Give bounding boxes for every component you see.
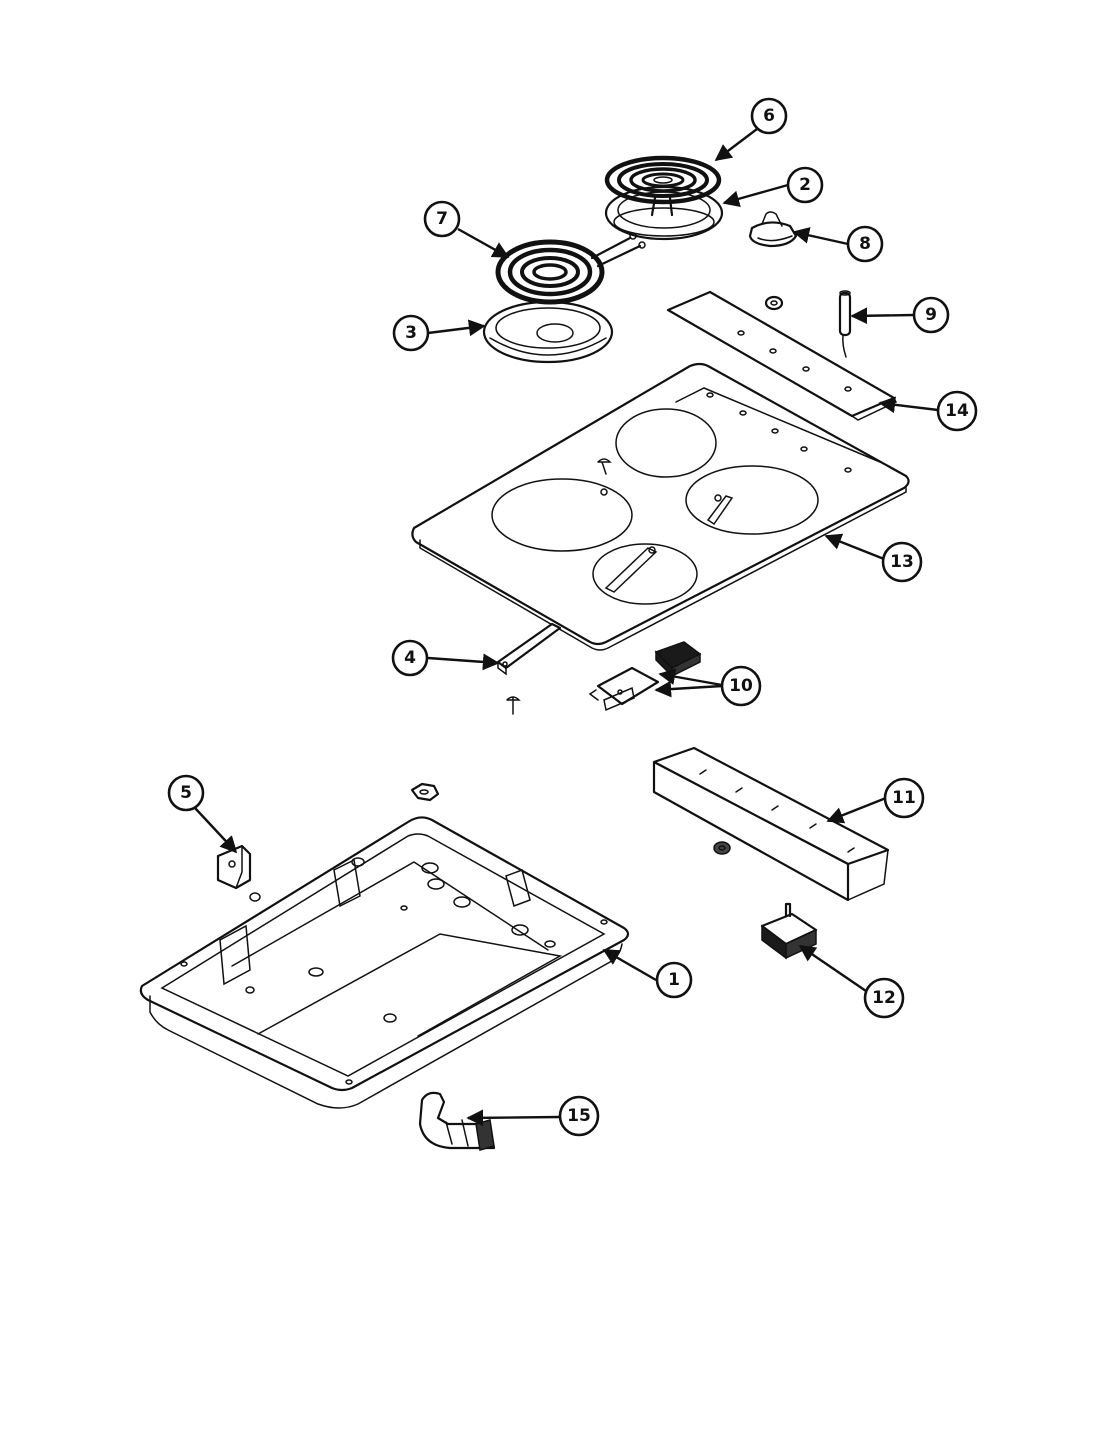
callout-5-label: 5 (180, 783, 192, 803)
leader-lines (194, 128, 939, 1127)
callout-4-label: 4 (404, 648, 416, 668)
callout-11-label: 11 (892, 788, 916, 808)
callout-8: 8 (846, 225, 884, 263)
callout-2: 2 (786, 166, 824, 204)
callout-12: 12 (863, 977, 905, 1019)
callout-1: 1 (655, 961, 693, 999)
callout-14-label: 14 (945, 401, 969, 421)
callout-7-label: 7 (436, 209, 448, 229)
callout-6: 6 (750, 97, 788, 135)
leader-5 (194, 807, 238, 854)
large-surface-element (495, 232, 646, 305)
callout-13-label: 13 (890, 552, 914, 572)
support-bracket (496, 622, 562, 676)
leader-10a (658, 668, 723, 687)
callout-11: 11 (883, 777, 925, 819)
leader-4 (427, 653, 500, 671)
callout-2-label: 2 (799, 175, 811, 195)
bracket-grommet (713, 841, 731, 855)
leader-11 (826, 796, 887, 824)
callout-12-label: 12 (872, 988, 896, 1008)
infinite-switch (760, 902, 818, 960)
callout-10-label: 10 (729, 676, 753, 696)
callout-8-label: 8 (859, 234, 871, 254)
terminal-block (654, 641, 702, 678)
hinge-screw (249, 892, 261, 902)
callout-5: 5 (167, 774, 205, 812)
conduit-elbow (418, 1091, 496, 1151)
leader-6 (714, 128, 758, 162)
leader-2 (722, 183, 789, 207)
callout-13: 13 (881, 541, 923, 583)
leader-15 (466, 1109, 561, 1127)
receptacle-clip (588, 666, 660, 712)
callout-1-label: 1 (668, 970, 680, 990)
mounting-screw (597, 458, 612, 475)
callout-14: 14 (936, 390, 978, 432)
leader-7 (457, 227, 510, 259)
leader-9 (850, 307, 915, 325)
control-knob (748, 211, 798, 248)
callout-15: 15 (558, 1095, 600, 1137)
large-drip-bowl (482, 300, 614, 364)
probe-sensor (838, 290, 852, 358)
leader-8 (792, 227, 849, 246)
leader-1 (602, 948, 657, 982)
leader-12 (798, 945, 867, 992)
callout-6-label: 6 (763, 106, 775, 126)
burner-box (139, 816, 630, 1109)
callout-10: 10 (720, 665, 762, 707)
leader-13 (824, 533, 885, 561)
callout-7: 7 (423, 200, 461, 238)
leader-10b (654, 680, 723, 698)
hinge-bracket (216, 844, 252, 890)
small-surface-element (604, 155, 722, 217)
callout-4: 4 (391, 639, 429, 677)
bracket-screw (506, 696, 521, 715)
knob-nut (764, 295, 784, 311)
leader-14 (878, 396, 939, 414)
callout-15-label: 15 (567, 1106, 591, 1126)
callout-9-label: 9 (925, 305, 937, 325)
callout-3-label: 3 (405, 323, 417, 343)
callout-3: 3 (392, 314, 430, 352)
cooktop-main-top (411, 362, 910, 651)
pan-nut (410, 782, 440, 802)
callout-9: 9 (912, 296, 950, 334)
leader-3 (427, 319, 486, 337)
control-bracket (652, 746, 890, 902)
